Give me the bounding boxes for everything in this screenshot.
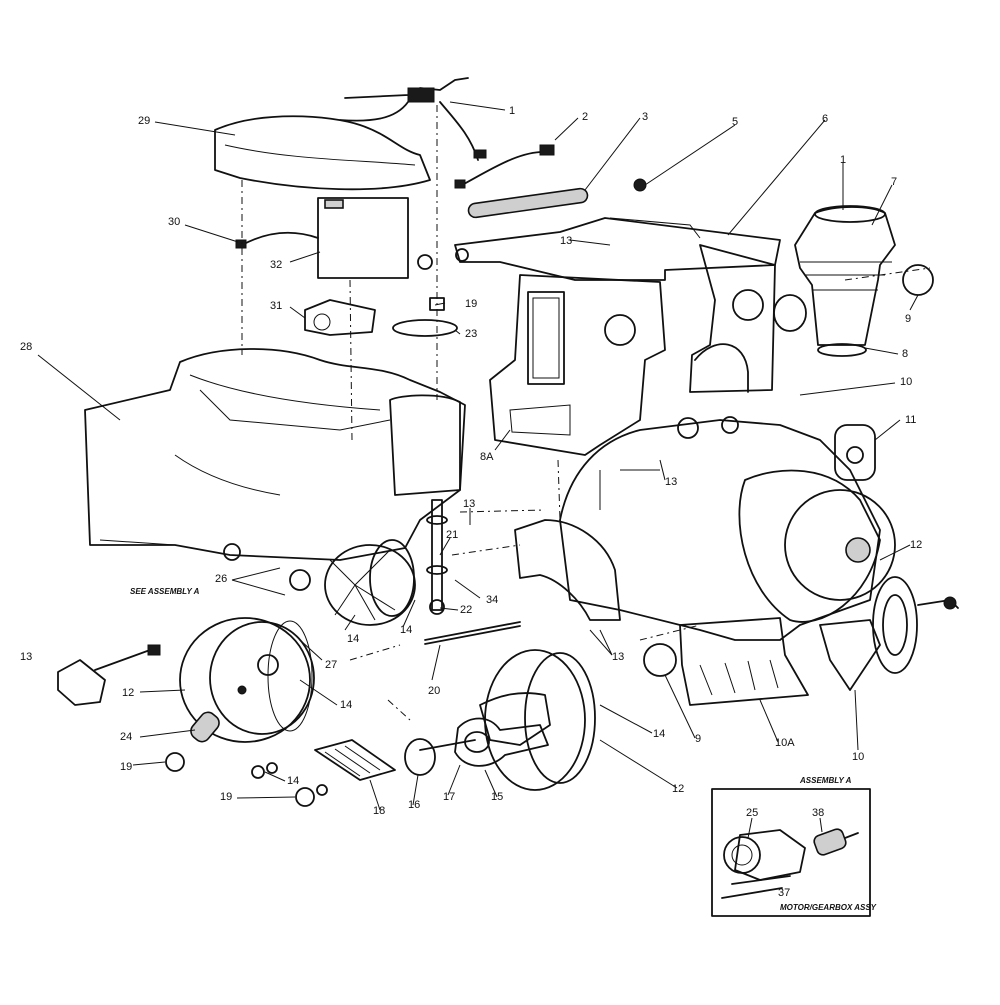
boiler-hood bbox=[559, 416, 896, 641]
callout-14b: 14 bbox=[400, 624, 412, 636]
callout-10c: 10 bbox=[852, 751, 864, 763]
rear-wheel-left bbox=[179, 617, 315, 743]
cab-front bbox=[489, 274, 666, 456]
callout-28: 28 bbox=[20, 341, 32, 353]
cow-catcher bbox=[643, 617, 881, 706]
callout-14a: 14 bbox=[347, 633, 359, 645]
callout-9a: 9 bbox=[905, 313, 911, 325]
callout-29: 29 bbox=[138, 115, 150, 127]
see-assembly-caption: SEE ASSEMBLY A bbox=[130, 587, 200, 596]
callout-16: 16 bbox=[408, 799, 420, 811]
body-shell bbox=[84, 348, 466, 561]
callout-11: 11 bbox=[905, 414, 916, 426]
callout-31: 31 bbox=[270, 300, 282, 312]
assembly-a-title: ASSEMBLY A bbox=[799, 776, 852, 785]
callout-30: 30 bbox=[168, 216, 180, 228]
callout-26: 26 bbox=[215, 573, 227, 585]
callout-13e: 13 bbox=[612, 651, 624, 663]
callout-14e: 14 bbox=[287, 775, 299, 787]
front-wheel bbox=[872, 576, 959, 674]
callout-34: 34 bbox=[486, 594, 498, 606]
callout-1: 1 bbox=[509, 105, 515, 117]
callout-24: 24 bbox=[120, 731, 132, 743]
connecting-rod bbox=[404, 717, 549, 776]
axles bbox=[424, 499, 521, 645]
wiring-harness bbox=[339, 77, 647, 219]
cab-rear-panel bbox=[689, 244, 807, 393]
callout-9b: 9 bbox=[695, 733, 701, 745]
callout-14c: 14 bbox=[340, 699, 352, 711]
callout-25: 25 bbox=[746, 807, 758, 819]
battery bbox=[235, 197, 409, 279]
callout-3: 3 bbox=[642, 111, 648, 123]
callout-10a: 10 bbox=[900, 376, 912, 388]
forward-reverse-switch bbox=[57, 644, 161, 706]
callout-18: 18 bbox=[373, 805, 385, 817]
callout-12c: 12 bbox=[672, 783, 684, 795]
assembly-a-subtitle: MOTOR/GEARBOX ASSY bbox=[780, 903, 877, 912]
callout-labels: 1 2 3 5 6 1 7 29 13 30 32 9 19 31 23 8 2… bbox=[20, 105, 922, 912]
seat bbox=[214, 115, 431, 191]
callout-17: 17 bbox=[443, 791, 455, 803]
callout-22: 22 bbox=[460, 604, 472, 616]
callout-7: 7 bbox=[891, 176, 897, 188]
callout-20: 20 bbox=[428, 685, 440, 697]
spoked-wheel bbox=[289, 539, 416, 626]
callout-12b: 12 bbox=[122, 687, 134, 699]
bracket-and-washers bbox=[304, 254, 458, 337]
callout-37: 37 bbox=[778, 887, 790, 899]
callout-13b: 13 bbox=[665, 476, 677, 488]
callout-19a: 19 bbox=[465, 298, 477, 310]
callout-15: 15 bbox=[491, 791, 503, 803]
callout-19b: 19 bbox=[120, 761, 132, 773]
callout-8a: 8A bbox=[480, 451, 494, 463]
smokestack bbox=[794, 205, 934, 357]
callout-32: 32 bbox=[270, 259, 282, 271]
leader-lines bbox=[37, 101, 919, 811]
callout-13d: 13 bbox=[20, 651, 32, 663]
callout-13c: 13 bbox=[463, 498, 475, 510]
callout-23: 23 bbox=[465, 328, 477, 340]
callout-12a: 12 bbox=[910, 539, 922, 551]
callout-19c: 19 bbox=[220, 791, 232, 803]
cab-roof bbox=[454, 217, 781, 281]
callout-5: 5 bbox=[732, 116, 738, 128]
pedal-and-hardware bbox=[165, 711, 396, 807]
callout-6: 6 bbox=[822, 113, 828, 125]
callout-13a: 13 bbox=[560, 235, 572, 247]
callout-1b: 1 bbox=[840, 154, 846, 166]
assembly-a-inset bbox=[711, 788, 871, 917]
callout-8: 8 bbox=[902, 348, 908, 360]
assembly-centerlines bbox=[241, 105, 931, 721]
callout-21: 21 bbox=[446, 529, 458, 541]
callout-38: 38 bbox=[812, 807, 824, 819]
center-wheel bbox=[479, 649, 596, 791]
callout-2: 2 bbox=[582, 111, 588, 123]
callout-10b: 10A bbox=[775, 737, 795, 749]
rear-fender bbox=[514, 519, 621, 621]
callout-27: 27 bbox=[325, 659, 337, 671]
callout-14d: 14 bbox=[653, 728, 665, 740]
